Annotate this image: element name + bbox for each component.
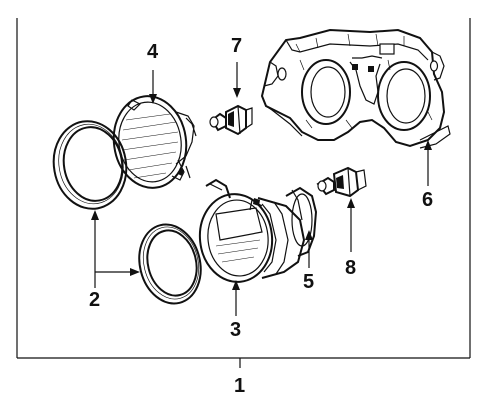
callout-2: 2 [89,289,100,311]
callout-labels: 1 2 3 4 5 6 7 8 [89,35,433,397]
bulb-upper [209,104,253,136]
headlamp-housing-bracket [260,28,451,149]
bulb-lower [316,166,367,198]
callout-7: 7 [231,35,242,57]
callout-6: 6 [422,189,433,211]
callout-5: 5 [303,271,314,293]
callout-3: 3 [230,319,241,341]
callout-8: 8 [345,257,356,279]
leader-lines [16,18,471,368]
fog-lamp-assembly [198,178,318,283]
headlamp-sealed-beam [112,95,197,189]
headlamp-retaining-ring-lower [138,223,202,305]
callout-4: 4 [147,41,159,63]
callout-1: 1 [234,375,245,397]
headlamp-retaining-ring-upper [52,120,128,210]
